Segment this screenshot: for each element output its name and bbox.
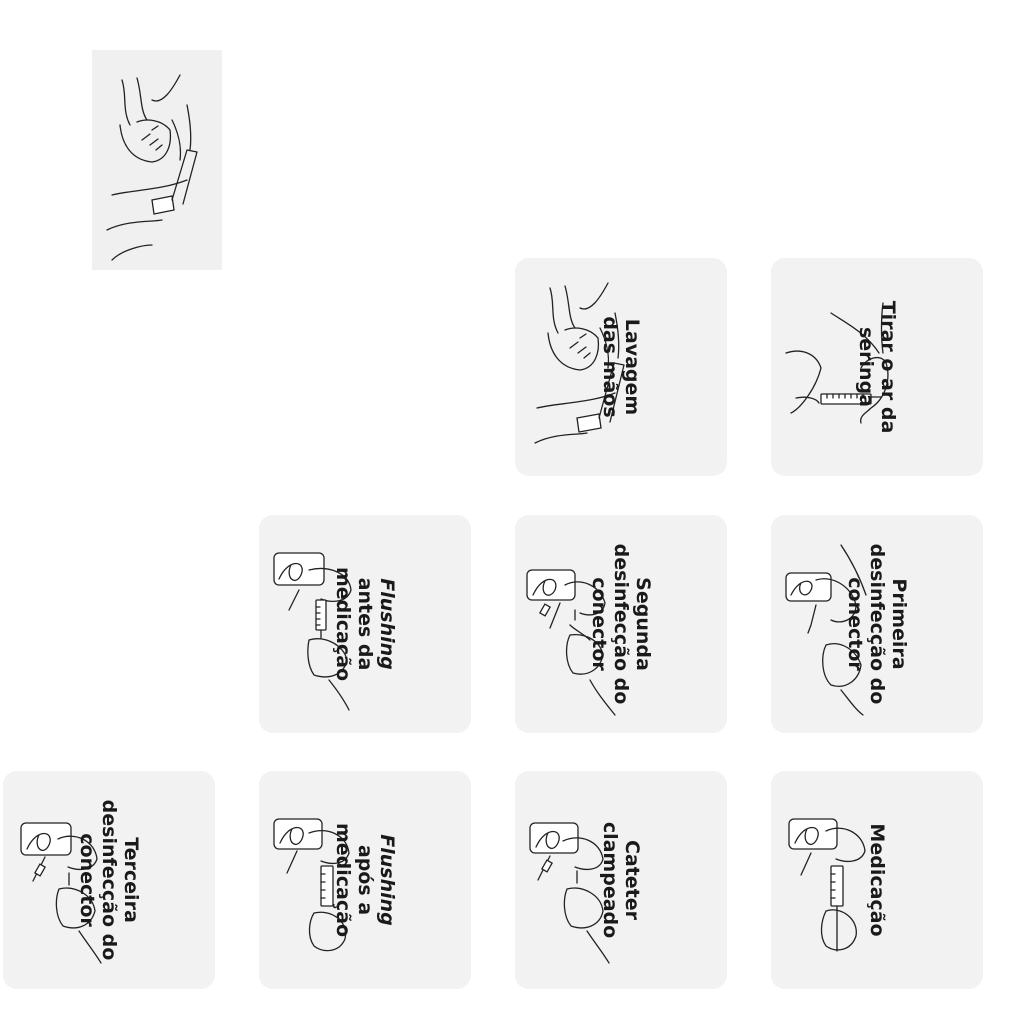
card-label-italic: Flushing (376, 578, 398, 670)
card-flushing-apos[interactable]: Flushing após a medicação (259, 771, 471, 989)
syringe-flushing-icon (273, 552, 352, 711)
clamped-catheter-icon (529, 822, 610, 964)
card-label-rest: após a medicação (332, 822, 376, 938)
connector-disinfection-icon (20, 822, 102, 964)
card-terceira-desinfeccao[interactable]: Terceira desinfecção do conector (3, 771, 215, 989)
syringe-air-removal-icon (785, 302, 889, 424)
card-flushing-antes[interactable]: Flushing antes da medicação (259, 515, 471, 733)
card-label-italic: Flushing (376, 834, 398, 926)
card-label-rest: antes da medicação (332, 566, 376, 682)
card-segunda-desinfeccao[interactable]: Segunda desinfecção do conector (515, 515, 727, 733)
card-label: Lavagem das mãos (599, 316, 643, 418)
card-medicacao[interactable]: Medicação (771, 771, 983, 989)
hand-washing-icon (106, 74, 198, 261)
card-label: Segunda desinfecção do conector (588, 543, 654, 705)
hand-washing-icon (534, 282, 625, 444)
card-primeira-desinfeccao[interactable]: Primeira desinfecção do conector (771, 515, 983, 733)
connector-disinfection-icon (526, 569, 616, 716)
card-label: Flushing após a medicação (332, 823, 398, 937)
card-label: Tirar o ar da seringa (855, 300, 899, 434)
card-label: Terceira desinfecção do conector (76, 799, 142, 961)
card-cateter-clampeado[interactable]: Cateter clampeado (515, 771, 727, 989)
syringe-flushing-icon (273, 818, 350, 952)
card-lavagem-das-maos[interactable]: Lavagem das mãos (515, 258, 727, 476)
dragged-card-hand-washing[interactable] (92, 50, 222, 270)
card-label: Primeira desinfecção do conector (844, 543, 910, 705)
card-tirar-ar-da-seringa[interactable]: Tirar o ar da seringa (771, 258, 983, 476)
connector-disinfection-icon (785, 544, 867, 716)
card-label: Medicação (866, 823, 888, 937)
medication-syringe-icon (788, 818, 866, 952)
card-label: Flushing antes da medicação (332, 567, 398, 681)
card-label: Cateter clampeado (599, 821, 643, 939)
